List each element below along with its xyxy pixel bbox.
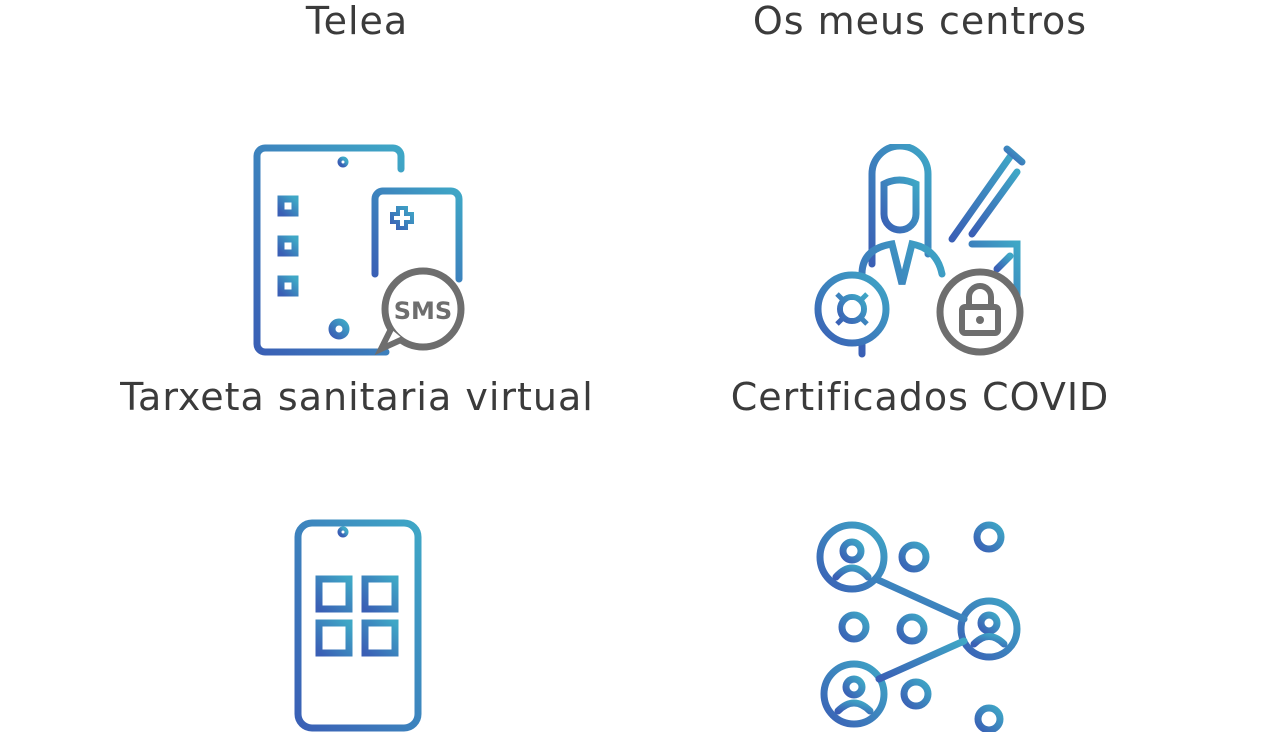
covid-certificate-icon bbox=[814, 144, 1026, 358]
tile-label: Certificados COVID bbox=[730, 375, 1110, 419]
tile-certificados-covid[interactable]: Certificados COVID bbox=[680, 140, 1160, 440]
tile-tarxeta-sanitaria[interactable]: SMS Tarxeta sanitaria virtual bbox=[117, 140, 597, 470]
mobile-apps-icon bbox=[294, 519, 422, 732]
network-people-icon bbox=[816, 521, 1021, 732]
tile-mobile-apps[interactable] bbox=[117, 515, 597, 732]
sms-text: SMS bbox=[394, 297, 452, 325]
tile-label: Os meus centros bbox=[752, 0, 1088, 43]
tile-label: Telea bbox=[305, 0, 409, 43]
virtual-health-card-sms-icon: SMS bbox=[253, 144, 465, 356]
tile-network[interactable] bbox=[680, 515, 1160, 732]
tile-label: Tarxeta sanitaria virtual bbox=[120, 375, 594, 419]
tile-telea[interactable]: Telea bbox=[117, 0, 597, 46]
tile-os-meus-centros[interactable]: Os meus centros bbox=[680, 0, 1160, 46]
